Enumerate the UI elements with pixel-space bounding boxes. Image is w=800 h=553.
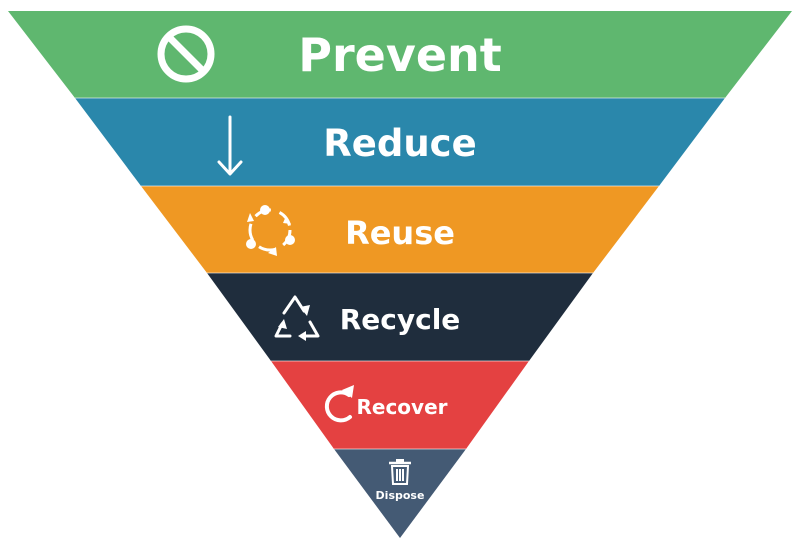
tier-label-dispose: Dispose: [376, 489, 425, 502]
tier-label-recover: Recover: [356, 395, 447, 419]
tier-dispose-band: [334, 449, 466, 538]
trash-icon: [389, 459, 411, 485]
tier-label-reduce: Reduce: [323, 122, 476, 165]
refresh-icon: [324, 385, 354, 423]
recycle-icon: [274, 295, 320, 341]
prohibited-icon: [157, 25, 215, 83]
tier-label-recycle: Recycle: [340, 303, 461, 336]
tier-recover-band: [271, 361, 529, 449]
tier-label-prevent: Prevent: [298, 28, 502, 82]
cycle-icon: [246, 205, 295, 256]
arrow-down-icon: [217, 115, 243, 176]
tier-label-reuse: Reuse: [345, 214, 455, 252]
